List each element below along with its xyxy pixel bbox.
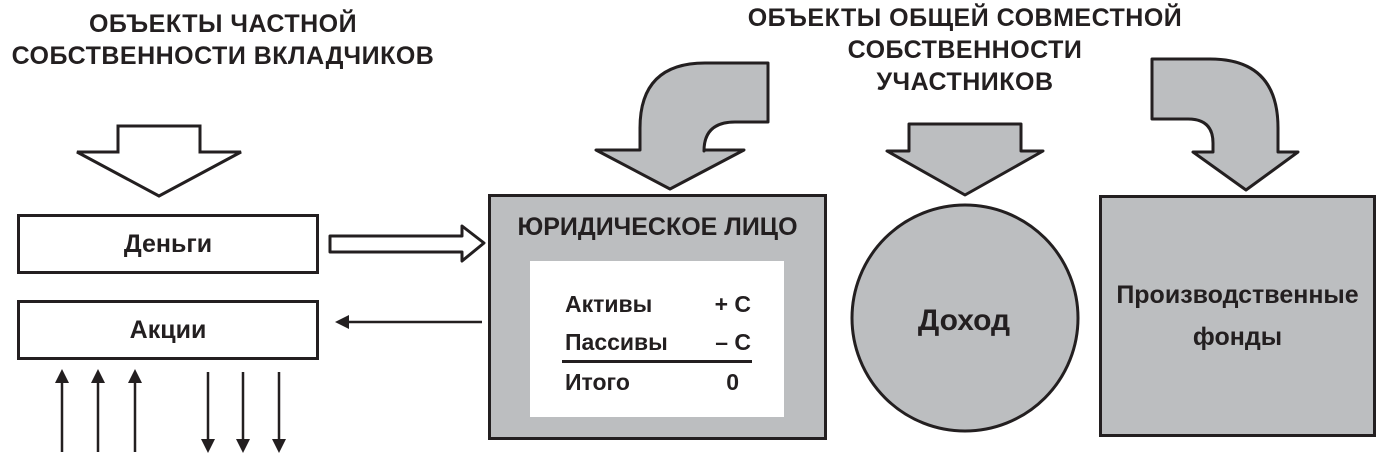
money-box: Деньги (17, 214, 319, 274)
curved-arrow-icon-right (1150, 57, 1300, 192)
shares-box: Акции (17, 300, 319, 360)
curved-arrow-icon-left (594, 61, 770, 191)
income-circle (850, 203, 1080, 433)
private-heading-line-2: СОБСТВЕННОСТИ ВКЛАДЧИКОВ (11, 42, 435, 70)
hollow-down-arrow-icon (76, 124, 242, 198)
assets-label: Активы (565, 291, 653, 317)
balance-sheet: Активы + С Пассивы – С Итого 0 (530, 261, 784, 417)
common-heading-line-2: СОБСТВЕННОСТИ (847, 36, 1083, 64)
private-property-heading: ОБЪЕКТЫ ЧАСТНОЙ СОБСТВЕННОСТИ ВКЛАДЧИКОВ (0, 8, 446, 72)
money-label: Деньги (123, 229, 213, 258)
income-label: Доход (917, 304, 1011, 337)
balance-row-total: Итого 0 (565, 369, 751, 399)
total-value: 0 (726, 369, 739, 395)
assets-value: + С (714, 291, 751, 317)
production-funds-box: Производственные фонды (1099, 195, 1376, 437)
legal-entity-title: ЮРИДИЧЕСКОЕ ЛИЦО (517, 213, 798, 241)
balance-row-liabilities: Пассивы – С (565, 329, 751, 359)
balance-divider (562, 360, 752, 363)
common-heading-line-1: ОБЪЕКТЫ ОБЩЕЙ СОВМЕСТНОЙ (747, 4, 1183, 32)
legal-entity-box: ЮРИДИЧЕСКОЕ ЛИЦО Активы + С Пассивы – С … (488, 194, 827, 440)
right-arrow-icon (328, 224, 486, 263)
gray-down-arrow-icon (885, 122, 1045, 197)
liabilities-value: – С (715, 329, 751, 355)
total-label: Итого (565, 369, 630, 395)
common-property-heading: ОБЪЕКТЫ ОБЩЕЙ СОВМЕСТНОЙ СОБСТВЕННОСТИ У… (725, 2, 1205, 98)
private-heading-line-1: ОБЪЕКТЫ ЧАСТНОЙ (88, 10, 358, 38)
funds-label-line-2: фонды (1192, 323, 1283, 351)
liabilities-label: Пассивы (565, 329, 668, 355)
balance-row-assets: Активы + С (565, 291, 751, 321)
common-heading-line-3: УЧАСТНИКОВ (876, 68, 1054, 96)
funds-label-line-1: Производственные (1116, 281, 1359, 309)
shares-label: Акции (129, 315, 207, 344)
